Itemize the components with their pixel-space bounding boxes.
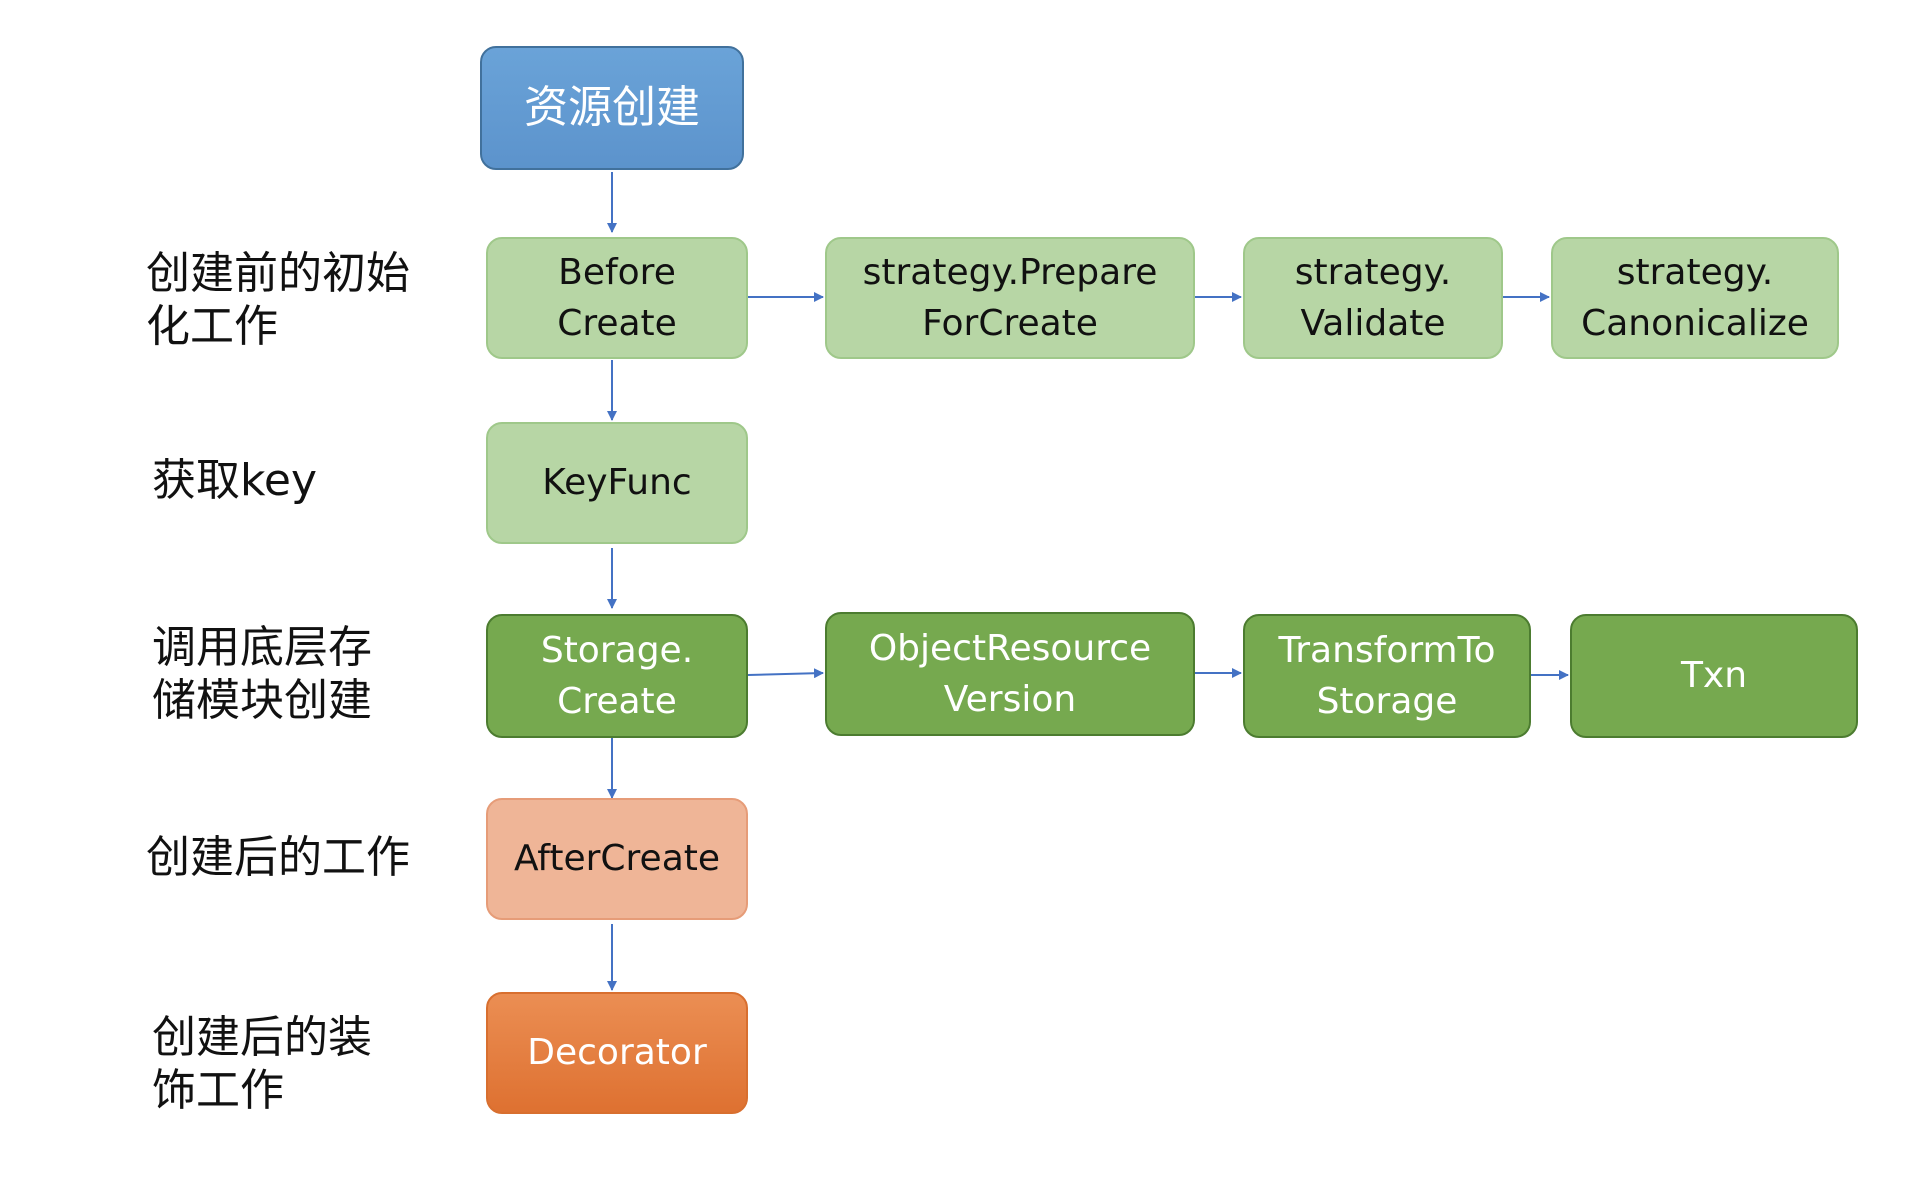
node-canonicalize: strategy. Canonicalize [1551,237,1839,359]
label-key: 获取key [152,455,318,506]
node-storage-create-text: Storage. Create [540,629,694,722]
node-transform-to-storage: TransformTo Storage [1243,614,1531,738]
node-prepare-for-create: strategy.Prepare ForCreate [825,237,1195,359]
node-validate: strategy. Validate [1243,237,1503,359]
label-init: 创建前的初始 化工作 [146,248,410,352]
node-object-resource-version-text: ObjectResource Version [868,627,1152,720]
node-before-create-text: Before Create [557,251,677,344]
node-prepare-for-create-text: strategy.Prepare ForCreate [862,251,1158,344]
node-keyfunc-text: KeyFunc [542,462,692,504]
arrow-storage-to-orv [747,668,824,679]
node-txn: Txn [1570,614,1858,738]
node-keyfunc: KeyFunc [486,422,748,544]
node-object-resource-version: ObjectResource Version [825,612,1195,736]
node-decorator-text: Decorator [527,1032,707,1074]
node-txn-text: Txn [1680,655,1748,697]
node-start-text: 资源创建 [524,81,700,133]
node-storage-create: Storage. Create [486,614,748,738]
node-after-create-text: AfterCreate [513,838,721,880]
node-decorator: Decorator [486,992,748,1114]
node-validate-text: strategy. Validate [1294,251,1452,344]
node-after-create: AfterCreate [486,798,748,920]
node-transform-to-storage-text: TransformTo Storage [1278,629,1496,722]
label-storage: 调用底层存 储模块创建 [152,622,372,726]
node-canonicalize-text: strategy. Canonicalize [1581,251,1809,344]
node-start: 资源创建 [480,46,744,170]
node-before-create: Before Create [486,237,748,359]
label-after: 创建后的工作 [146,832,410,883]
label-decorate: 创建后的装 饰工作 [152,1012,372,1116]
